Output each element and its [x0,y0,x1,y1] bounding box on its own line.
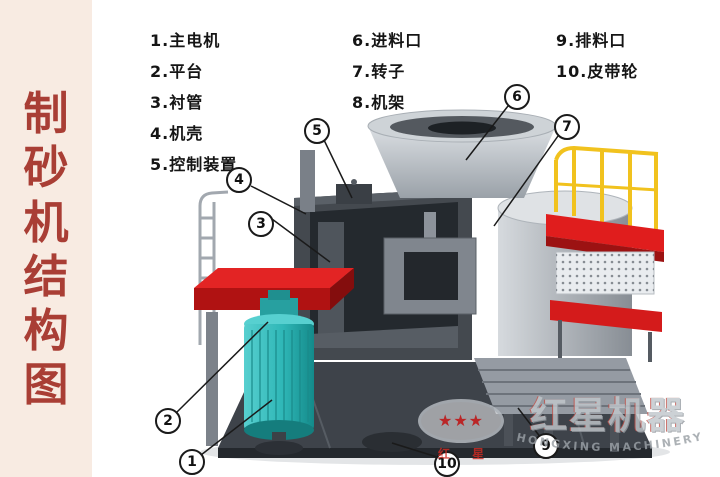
legend-item-rotor: 7.转子 [352,62,406,81]
side-title-strip: 制 砂 机 结 构 图 [0,0,92,477]
side-title-char: 图 [23,358,69,412]
right-platform [546,214,664,362]
main-motor [244,290,314,455]
legend-item-main-motor: 1.主电机 [150,31,221,50]
legend-item-discharge-outlet: 9.排料口 [556,31,627,50]
callout-7: 7 [554,114,580,140]
legend-column-3: 9.排料口 10.皮带轮 [556,27,638,89]
platform-support-column [206,312,218,446]
callout-4-number: 4 [234,172,244,188]
side-title-char: 砂 [23,141,69,195]
legend-item-control-device: 5.控制装置 [150,155,238,174]
callout-6-number: 6 [512,89,522,105]
callout-2: 2 [155,408,181,434]
callout-9: 9 [533,433,559,459]
callout-6: 6 [504,84,530,110]
legend-column-1: 1.主电机 2.平台 3.衬管 4.机壳 5.控制装置 [150,27,237,182]
callout-5: 5 [304,118,330,144]
callout-10: 10 [434,451,460,477]
legend-item-platform: 2.平台 [150,62,204,81]
rotor-assembly [383,212,477,315]
callout-7-number: 7 [562,119,572,135]
side-title-char: 结 [23,249,69,303]
callout-4: 4 [226,167,252,193]
callout-3-number: 3 [256,216,266,232]
safety-railing [554,145,659,232]
discharge-chute [474,358,648,452]
legend-item-frame: 8.机架 [352,93,406,112]
callout-5-number: 5 [312,123,322,139]
side-title-char: 机 [23,195,69,249]
legend-item-belt-pulley: 10.皮带轮 [556,62,639,81]
callout-9-number: 9 [541,438,551,454]
side-title-char: 构 [23,304,69,357]
side-title-char: 制 [23,87,69,140]
callout-10-number: 10 [437,456,457,472]
legend-item-lining-pipe: 3.衬管 [150,93,204,112]
legend-item-casing: 4.机壳 [150,124,204,143]
legend-item-feed-inlet: 6.进料口 [352,31,423,50]
leader-lines [176,105,559,458]
control-device [336,179,372,204]
feed-hopper [367,109,557,198]
callout-3: 3 [248,211,274,237]
rear-column [300,150,315,212]
callout-1-number: 1 [187,454,197,470]
legend-column-2: 6.进料口 7.转子 8.机架 [352,27,422,120]
callout-2-number: 2 [163,413,173,429]
callout-1: 1 [179,449,205,475]
